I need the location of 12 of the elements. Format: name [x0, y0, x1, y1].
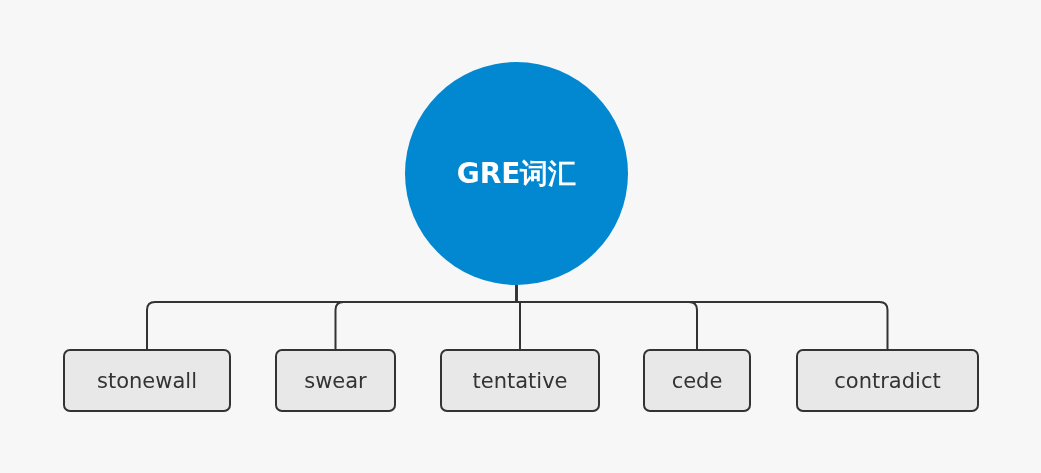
word-box [440, 349, 600, 412]
topic-label: GRE词汇 [456, 155, 577, 192]
word-box [643, 349, 751, 412]
word-box [796, 349, 979, 412]
word-label: cede [671, 368, 723, 393]
word-box [63, 349, 231, 412]
connector-line [515, 284, 889, 350]
word-label: stonewall [97, 368, 197, 393]
word-box [275, 349, 396, 412]
word-label: contradict [834, 368, 941, 393]
word-label: tentative [472, 368, 568, 393]
word-label: swear [304, 368, 367, 393]
